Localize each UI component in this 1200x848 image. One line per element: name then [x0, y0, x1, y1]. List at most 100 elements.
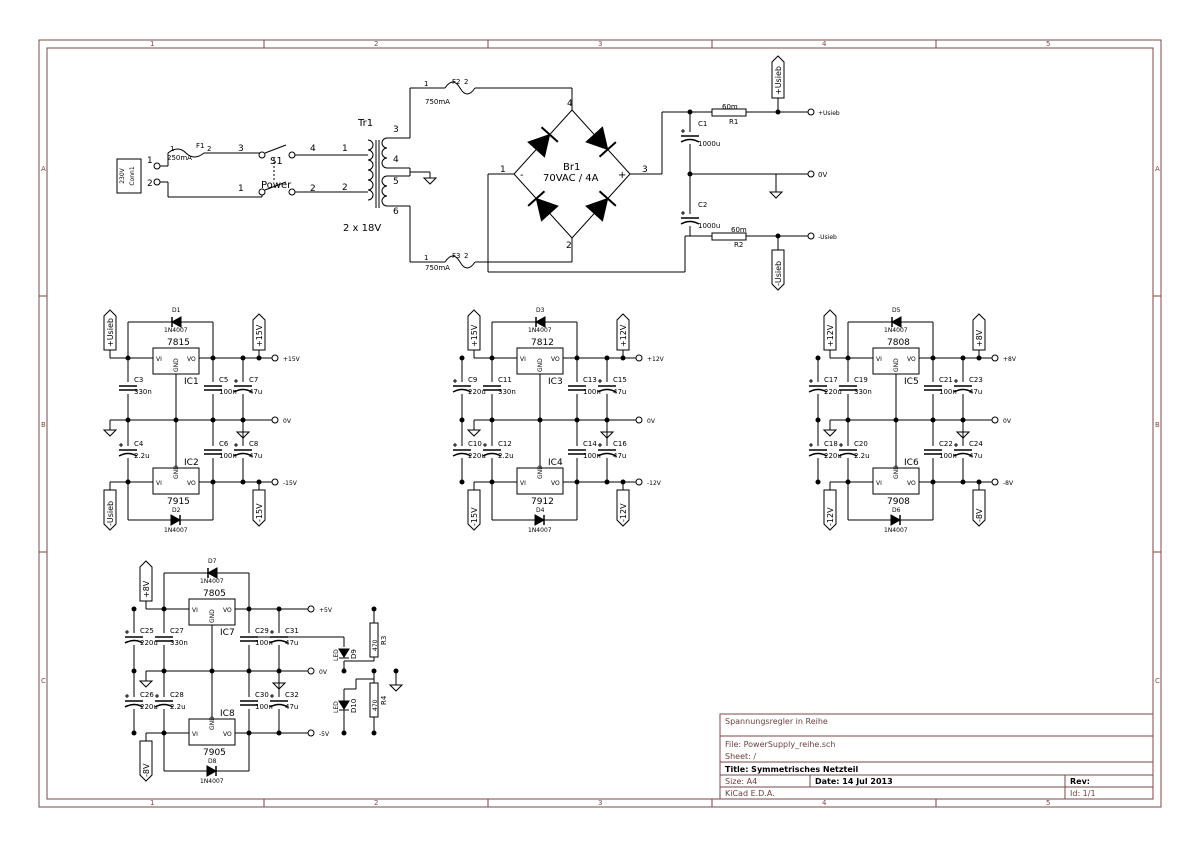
svg-text:VO: VO [907, 480, 916, 487]
svg-text:47u: 47u [249, 388, 262, 396]
svg-text:2.2u: 2.2u [134, 452, 150, 460]
svg-text:C23: C23 [969, 376, 983, 384]
svg-text:220u: 220u [468, 388, 486, 396]
connector-conn1 [116, 158, 142, 194]
svg-text:C18: C18 [824, 440, 838, 448]
fuse-f1 [167, 148, 205, 158]
frame-col-label: 5 [1046, 799, 1050, 807]
svg-text:R3: R3 [380, 636, 388, 645]
svg-text:1: 1 [238, 184, 244, 194]
led-d9 [338, 648, 350, 658]
svg-text:+15V: +15V [470, 324, 479, 347]
ic-reg15-top [152, 347, 200, 375]
svg-text:VO: VO [223, 731, 232, 738]
svg-text:VI: VI [876, 356, 882, 363]
svg-text:R1: R1 [729, 118, 738, 126]
svg-text:C21: C21 [939, 376, 953, 384]
svg-text:C5: C5 [219, 376, 228, 384]
svg-text:2: 2 [464, 78, 468, 86]
svg-text:VO: VO [551, 356, 560, 363]
diode-reg5-top: D7 [208, 558, 217, 565]
ic-reg8-bot-ref: IC6 [904, 458, 919, 468]
label-reg8-out-neg [972, 489, 986, 527]
svg-text:C12: C12 [498, 440, 512, 448]
svg-text:C26: C26 [140, 691, 154, 699]
svg-text:220u: 220u [140, 639, 158, 647]
bridge-br1: 4 2 1 3 - + Br1 70VAC / 4A [487, 88, 712, 273]
switch-value: Power [261, 180, 292, 191]
svg-text:C8: C8 [249, 440, 258, 448]
ic-reg5-top [188, 598, 236, 626]
svg-text:C13: C13 [583, 376, 597, 384]
svg-text:C20: C20 [854, 440, 868, 448]
svg-text:+8V: +8V [1003, 356, 1017, 363]
svg-text:VI: VI [156, 356, 162, 363]
led-d10 [338, 700, 350, 710]
svg-text:220u: 220u [140, 703, 158, 711]
svg-text:220u: 220u [824, 388, 842, 396]
svg-text:1000u: 1000u [698, 222, 720, 230]
svg-text:-8V: -8V [142, 763, 151, 777]
ic-reg8-top-value: 7808 [887, 338, 910, 348]
frame-row-label: B [1155, 421, 1160, 429]
svg-text:4: 4 [310, 144, 316, 154]
svg-text:60m: 60m [722, 103, 738, 111]
svg-text:1N4007: 1N4007 [528, 527, 552, 534]
frame-row-label: A [41, 165, 46, 173]
svg-text:VO: VO [223, 607, 232, 614]
svg-text:C9: C9 [468, 376, 477, 384]
svg-text:1N4007: 1N4007 [164, 327, 188, 334]
svg-text:D9: D9 [350, 649, 358, 659]
frame-col-label: 1 [150, 40, 154, 48]
svg-text:GND: GND [173, 358, 180, 372]
label-reg5-in-neg [139, 740, 153, 782]
svg-text:47u: 47u [285, 639, 298, 647]
svg-text:2: 2 [464, 252, 468, 260]
svg-text:0V: 0V [818, 171, 827, 179]
svg-text:750mA: 750mA [425, 264, 450, 272]
svg-text:GND: GND [893, 358, 900, 372]
input-section: 230V Conn1 1 2 1 2 F1 250mA 3 S1 Power 4… [116, 142, 365, 198]
ic-reg12-bot-ref: IC4 [548, 458, 563, 468]
label-reg8-in-pos [823, 309, 837, 351]
tb-size: Size: A4 [725, 777, 757, 786]
label-reg8-out-pos [972, 313, 986, 351]
svg-text:-5V: -5V [319, 731, 330, 738]
label-reg5-in-pos [139, 560, 153, 602]
svg-text:GND: GND [893, 465, 900, 479]
svg-text:GND: GND [537, 465, 544, 479]
svg-text:-: - [520, 170, 524, 181]
svg-text:C1: C1 [698, 120, 707, 128]
svg-text:0V: 0V [1003, 418, 1012, 425]
svg-text:4: 4 [567, 99, 573, 109]
label-minus-usieb [771, 249, 785, 291]
svg-text:60m: 60m [731, 226, 747, 234]
svg-text:-8V: -8V [975, 508, 984, 522]
svg-text:GND: GND [209, 716, 216, 730]
diode-reg8-bot: D6 [892, 507, 901, 514]
label-reg8-in-neg [823, 489, 837, 531]
svg-text:1: 1 [342, 144, 348, 154]
svg-text:LED: LED [333, 649, 340, 661]
svg-text:-8V: -8V [1003, 480, 1014, 487]
svg-text:330n: 330n [498, 388, 516, 396]
ic-reg15-bot-ref: IC2 [184, 458, 199, 468]
svg-text:C7: C7 [249, 376, 258, 384]
svg-text:VI: VI [520, 480, 526, 487]
switch-ref: S1 [270, 156, 283, 167]
svg-text:100n: 100n [583, 388, 601, 396]
svg-text:330n: 330n [134, 388, 152, 396]
tb-id: Id: 1/1 [1070, 789, 1096, 798]
ic-reg12-bot-value: 7912 [531, 497, 554, 507]
svg-text:-12V: -12V [619, 503, 628, 522]
frame-col-label: 2 [374, 40, 378, 48]
svg-text:-Usieb: -Usieb [818, 234, 837, 241]
svg-text:100n: 100n [939, 388, 957, 396]
svg-text:VO: VO [187, 356, 196, 363]
svg-text:LED: LED [333, 701, 340, 713]
svg-text:C29: C29 [255, 627, 269, 635]
svg-text:2: 2 [342, 183, 348, 193]
svg-text:C30: C30 [255, 691, 269, 699]
svg-text:0V: 0V [283, 418, 292, 425]
